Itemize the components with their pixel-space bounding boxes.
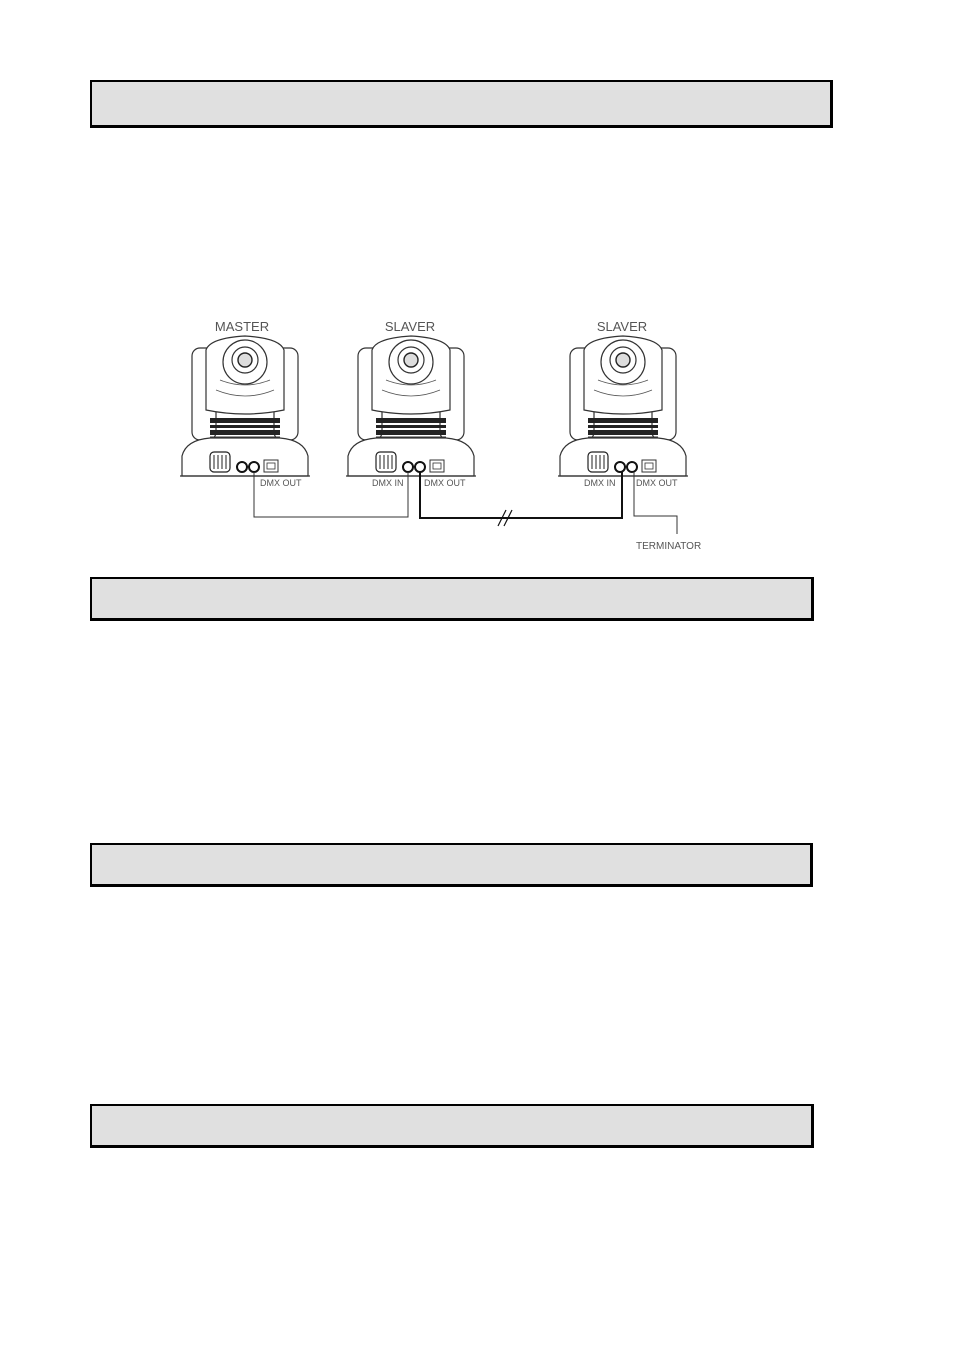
slave-fixture-1: SLAVER DMX IN DMX OUT	[345, 319, 477, 488]
master-label: MASTER	[215, 319, 269, 334]
section-header-bar-3	[90, 843, 813, 887]
section-header-bar-2	[90, 577, 814, 621]
dmx-cable-2	[419, 472, 623, 519]
master-fixture: MASTER DMX OUT	[179, 319, 311, 488]
terminator-line	[633, 472, 678, 534]
terminator-label: TERMINATOR	[636, 541, 701, 552]
cable-break-mark	[497, 509, 507, 527]
slave-1-dmx-in-label: DMX IN	[372, 478, 404, 488]
slave-1-dmx-out-label: DMX OUT	[424, 478, 466, 488]
slave-2-dmx-in-label: DMX IN	[584, 478, 616, 488]
slave-fixture-2: SLAVER DMX IN DMX OUT	[557, 319, 689, 488]
slave-2-label: SLAVER	[597, 319, 647, 334]
dmx-cable-1	[253, 472, 409, 518]
slave-2-dmx-out-label: DMX OUT	[636, 478, 678, 488]
slave-1-label: SLAVER	[385, 319, 435, 334]
section-header-bar-4	[90, 1104, 814, 1148]
dmx-connection-diagram: MASTER DMX OUT SLAVER DMX IN DMX OUT SLA…	[179, 319, 701, 552]
master-dmx-out-label: DMX OUT	[260, 478, 302, 488]
section-header-bar-1	[90, 80, 833, 128]
